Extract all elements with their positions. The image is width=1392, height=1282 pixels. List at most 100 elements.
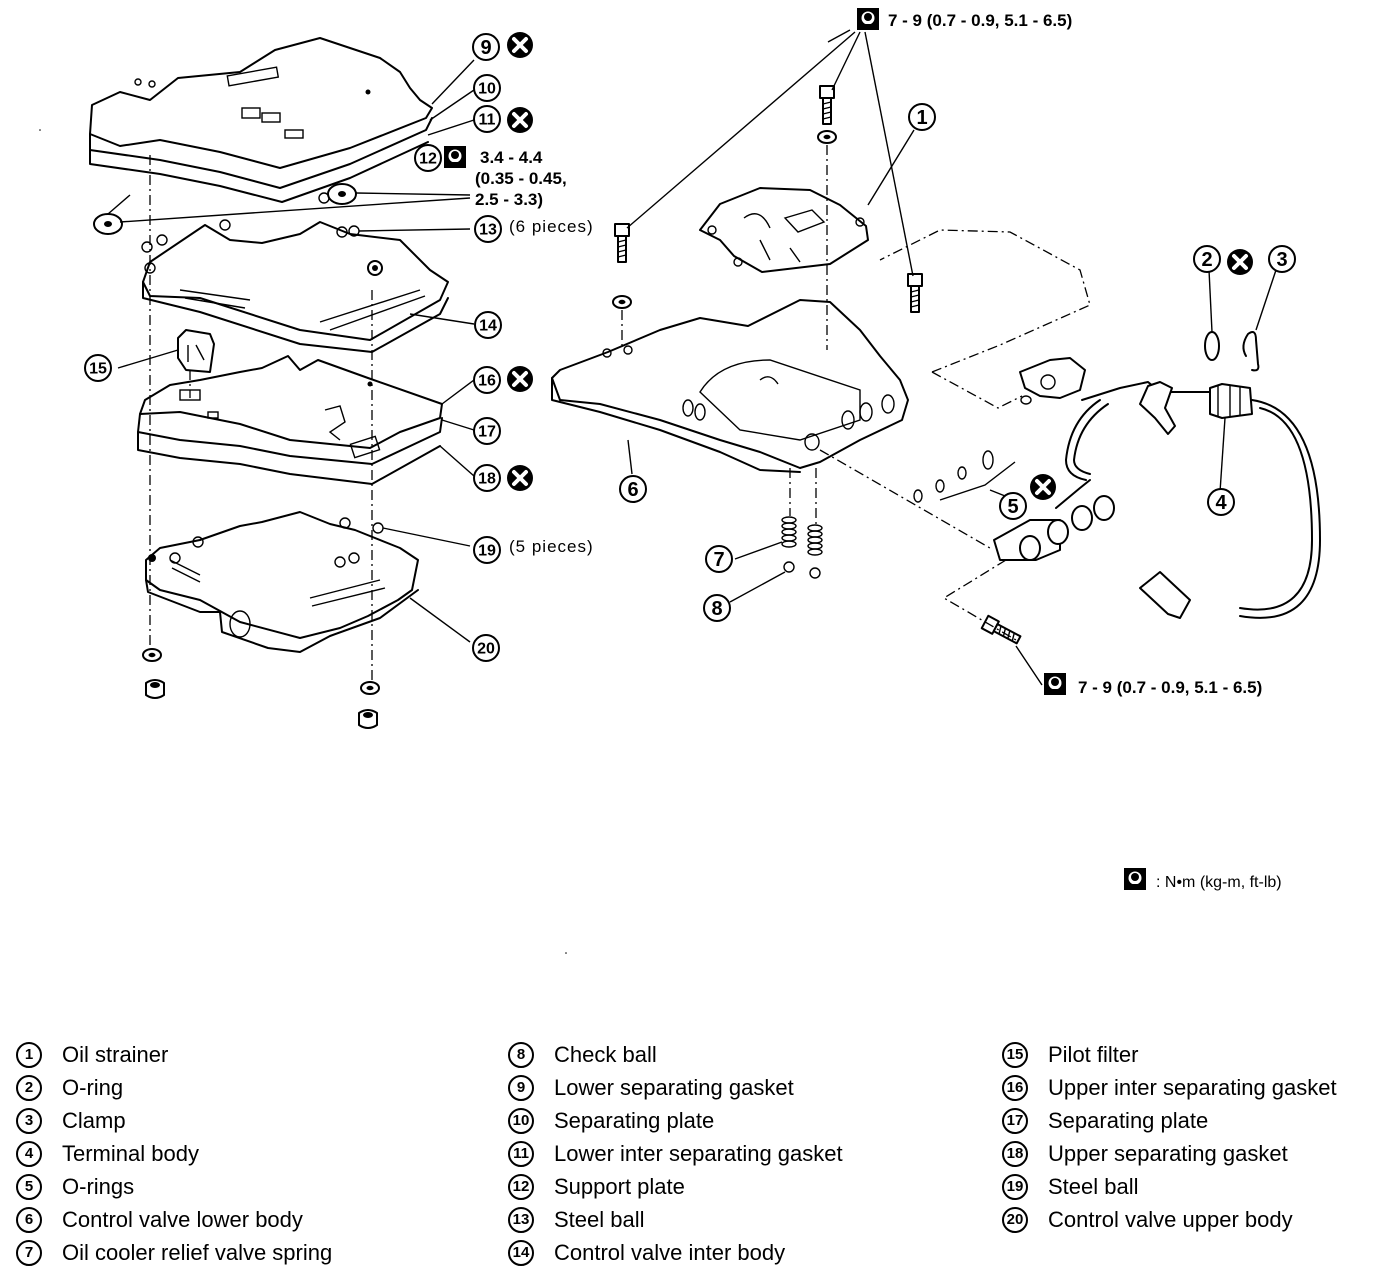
- torque-wrench-icon: [1044, 673, 1066, 695]
- legend-number-badge: 11: [508, 1140, 534, 1167]
- callout-number: 3: [1276, 249, 1287, 271]
- torque-12-line3: 2.5 - 3.3): [475, 190, 543, 209]
- torque-annotation-bottom: 7 - 9 (0.7 - 0.9, 5.1 - 6.5): [1044, 673, 1262, 697]
- legend-label: O-ring: [62, 1074, 124, 1100]
- legend-item: 14 Control valve inter body: [508, 1236, 843, 1269]
- do-not-reuse-x-icon: [1225, 247, 1255, 277]
- callout-number: 17: [478, 424, 496, 441]
- legend-label: Support plate: [554, 1173, 685, 1199]
- callout-number: 6: [627, 479, 638, 501]
- callout-circle: [472, 634, 500, 662]
- pieces-13: (6 pieces): [509, 217, 594, 236]
- do-not-reuse-x-icon: [505, 364, 535, 394]
- callout-circle: [414, 144, 442, 172]
- callout-17: 17: [473, 417, 501, 445]
- legend-number-badge: 1: [16, 1041, 42, 1068]
- callout-circle: [473, 464, 501, 492]
- callout-circle: [474, 215, 502, 243]
- callout-number: 11: [479, 112, 496, 129]
- do-not-reuse-x-icon: [505, 463, 535, 493]
- legend-number-badge: 19: [1002, 1173, 1028, 1200]
- legend-label: Separating plate: [554, 1107, 715, 1133]
- callout-circle: [472, 33, 500, 61]
- legend-number-badge: 12: [508, 1173, 534, 1200]
- legend-label: Control valve inter body: [554, 1239, 786, 1265]
- legend-number-badge: 10: [508, 1107, 534, 1134]
- callout-circle: [1207, 488, 1235, 516]
- callout-circle: [474, 311, 502, 339]
- callout-7: 7: [705, 545, 733, 573]
- callout-1: 1: [908, 103, 936, 131]
- control-valve-upper-body: [145, 511, 419, 653]
- lower-separating-gasket-stack: [89, 37, 433, 203]
- legend-number-badge: 6: [16, 1206, 42, 1233]
- callout-6: 6: [619, 475, 647, 503]
- legend-item: 10 Separating plate: [508, 1104, 843, 1137]
- o-rings-5: [913, 450, 994, 503]
- upper-separating-gasket-stack: [137, 355, 443, 485]
- pieces-19: (5 pieces): [509, 537, 594, 556]
- legend-number-badge: 7: [16, 1239, 42, 1266]
- callout-number: 8: [711, 598, 722, 620]
- legend-number-badge: 13: [508, 1206, 534, 1233]
- legend-label: Upper inter separating gasket: [1048, 1074, 1337, 1100]
- legend-number-badge: 20: [1002, 1206, 1028, 1233]
- legend-item: 12 Support plate: [508, 1170, 843, 1203]
- legend-label: Separating plate: [1048, 1107, 1209, 1133]
- callout-number: 4: [1215, 492, 1227, 514]
- callout-number: 2: [1201, 249, 1212, 271]
- nut-icon: [358, 709, 378, 729]
- legend-number-badge: 14: [508, 1239, 534, 1266]
- callout-number: 18: [478, 471, 496, 488]
- torque-wrench-icon: [1124, 868, 1146, 890]
- callout-13: 13: [474, 215, 502, 243]
- legend-label: O-rings: [62, 1173, 135, 1199]
- legend-number-badge: 5: [16, 1173, 42, 1200]
- legend-label: Steel ball: [1048, 1173, 1139, 1199]
- legend-number-badge: 18: [1002, 1140, 1028, 1167]
- callout-2: 2: [1193, 245, 1221, 273]
- callout-number: 20: [477, 641, 495, 658]
- callout-9: 9: [472, 33, 500, 61]
- legend-label: Pilot filter: [1048, 1041, 1139, 1067]
- o-ring: [1204, 331, 1220, 361]
- callout-circle: [1268, 245, 1296, 273]
- callout-18: 18: [473, 464, 501, 492]
- callout-number: 1: [916, 107, 927, 129]
- steel-balls-19: [192, 517, 384, 568]
- callout-circle: [473, 536, 501, 564]
- callout-5: 5: [999, 492, 1027, 520]
- callout-10: 10: [473, 74, 501, 102]
- legend-label: Clamp: [62, 1107, 126, 1133]
- legend-label: Upper separating gasket: [1048, 1140, 1288, 1166]
- legend-label: Oil strainer: [62, 1041, 169, 1067]
- callout-3: 3: [1268, 245, 1296, 273]
- callout-circle: [1193, 245, 1221, 273]
- callout-number: 19: [478, 543, 496, 560]
- callout-circle: [473, 74, 501, 102]
- units-note-text: : N•m (kg-m, ft-lb): [1156, 874, 1282, 891]
- do-not-reuse-x-icon: [1028, 472, 1058, 502]
- legend-item: 19 Steel ball: [1002, 1170, 1337, 1203]
- torque-spec-bottom: 7 - 9 (0.7 - 0.9, 5.1 - 6.5): [1078, 678, 1262, 697]
- washer-icon: [612, 295, 632, 309]
- callout-number: 14: [479, 318, 497, 335]
- legend-number-badge: 4: [16, 1140, 42, 1167]
- legend-number-badge: 15: [1002, 1041, 1028, 1068]
- control-valve-lower-body: [551, 299, 909, 473]
- callout-4: 4: [1207, 488, 1235, 516]
- legend-label: Terminal body: [62, 1140, 199, 1166]
- do-not-reuse-x-icon: [505, 105, 535, 135]
- legend-item: 5 O-rings: [16, 1170, 332, 1203]
- legend-label: Check ball: [554, 1041, 657, 1067]
- relief-valve-spring-icon: [807, 524, 823, 556]
